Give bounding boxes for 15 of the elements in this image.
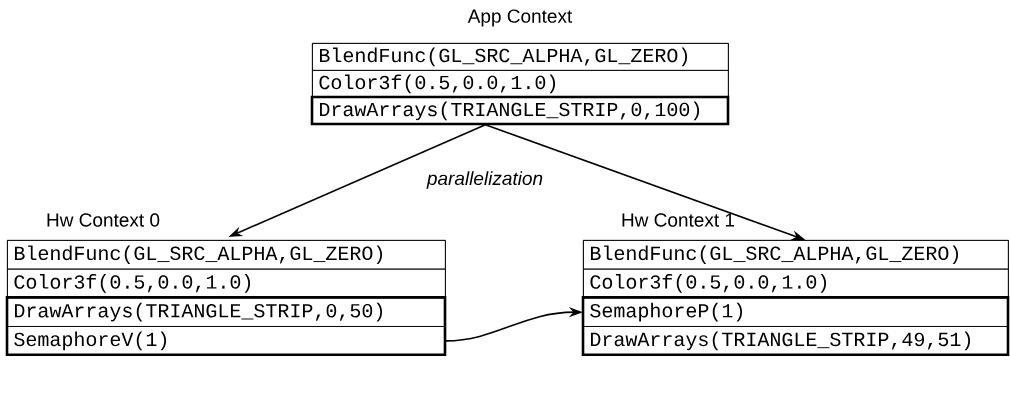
command-row: BlendFunc(GL_SRC_ALPHA,GL_ZERO) [583, 240, 1009, 270]
command-row: Color3f(0.5,0.0,1.0) [312, 70, 729, 98]
command-row: DrawArrays(TRIANGLE_STRIP,49,51) [583, 326, 1009, 356]
node-label: Hw Context 1 [622, 213, 735, 227]
node-label: DrawArrays(TRIANGLE_STRIP,0,50) [15, 302, 383, 322]
command-row: Color3f(0.5,0.0,1.0) [583, 268, 1009, 299]
command-row: SemaphoreV(1) [7, 326, 446, 356]
command-row: Color3f(0.5,0.0,1.0) [7, 268, 446, 299]
node-label: App Context [467, 9, 573, 27]
command-row: BlendFunc(GL_SRC_ALPHA,GL_ZERO) [7, 240, 446, 270]
command-row: DrawArrays(TRIANGLE_STRIP,0,100) [310, 95, 730, 126]
node-label: SemaphoreP(1) [590, 302, 743, 322]
command-row: BlendFunc(GL_SRC_ALPHA,GL_ZERO) [312, 43, 729, 71]
node-label: Hw Context 0 [47, 213, 160, 227]
annotation: parallelization [426, 171, 543, 189]
